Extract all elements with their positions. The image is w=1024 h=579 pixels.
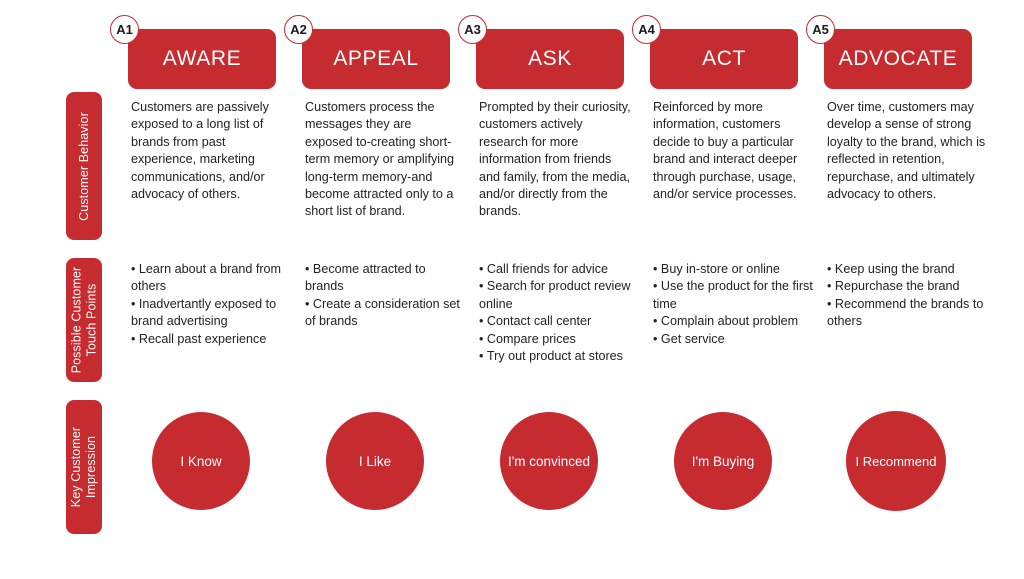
impression-circle-act[interactable]: I'm Buying [674, 412, 772, 510]
rail-label-possible-customer-touch-points: Possible Customer Touch Points [66, 258, 102, 382]
impression-circle-aware[interactable]: I Know [152, 412, 250, 510]
behavior-text-aware: Customers are passively exposed to a lon… [131, 100, 269, 202]
touchpoint-item: Inadvertantly exposed to brand advertisi… [131, 296, 289, 331]
touchpoint-item: Keep using the brand [827, 261, 987, 278]
rail-impression-line-1: Key Customer [69, 426, 83, 508]
stage-header-ask[interactable]: ASK [476, 29, 624, 89]
touchpoint-item: Search for product review online [479, 278, 637, 313]
stage-title-ask: ASK [528, 47, 572, 70]
stage-title-advocate: ADVOCATE [838, 47, 958, 70]
touchpoints-list-advocate: Keep using the brandRepurchase the brand… [827, 261, 987, 331]
touchpoints-list-appeal: Become attracted to brandsCreate a consi… [305, 261, 463, 331]
stage-badge-a2: A2 [284, 15, 313, 44]
stage-badge-a5: A5 [806, 15, 835, 44]
stage-badge-a3: A3 [458, 15, 487, 44]
touchpoints-list-act: Buy in-store or onlineUse the product fo… [653, 261, 818, 348]
behavior-text-act: Reinforced by more information, customer… [653, 100, 798, 202]
touchpoint-item: Create a consideration set of brands [305, 296, 463, 331]
stage-header-appeal[interactable]: APPEAL [302, 29, 450, 89]
touchpoint-item: Recall past experience [131, 331, 289, 348]
stage-header-act[interactable]: ACT [650, 29, 798, 89]
rail-label-key-customer-impression: Key Customer Impression [66, 400, 102, 534]
touchpoint-item: Learn about a brand from others [131, 261, 289, 296]
stage-header-advocate[interactable]: ADVOCATE [824, 29, 972, 89]
stage-title-aware: AWARE [162, 47, 242, 70]
rail-label-possible-customer-touch-points-text: Possible Customer Touch Points [69, 267, 99, 374]
stage-badge-a4: A4 [632, 15, 661, 44]
rail-label-customer-behavior: Customer Behavior [66, 92, 102, 240]
stage-title-appeal: APPEAL [333, 47, 419, 70]
behavior-text-advocate: Over time, customers may develop a sense… [827, 100, 986, 202]
impression-circle-appeal[interactable]: I Like [326, 412, 424, 510]
touchpoint-item: Contact call center [479, 313, 637, 330]
impression-circle-ask[interactable]: I'm convinced [500, 412, 598, 510]
touchpoint-item: Complain about problem [653, 313, 818, 330]
rail-touchpoints-line-2: Touch Points [84, 283, 99, 357]
rail-label-key-customer-impression-text: Key Customer Impression [69, 427, 99, 507]
rail-touchpoints-line-1: Possible Customer [69, 266, 84, 374]
touchpoint-item: Get service [653, 331, 818, 348]
touchpoint-item: Call friends for advice [479, 261, 637, 278]
behavior-text-appeal: Customers process the messages they are … [305, 100, 455, 219]
touchpoint-item: Compare prices [479, 331, 637, 348]
touchpoint-item: Recommend the brands to others [827, 296, 987, 331]
rail-impression-line-2: Impression [84, 435, 98, 499]
touchpoint-item: Try out product at stores [479, 348, 637, 365]
touchpoints-list-aware: Learn about a brand from othersInadverta… [131, 261, 289, 348]
behavior-text-ask: Prompted by their curiosity, customers a… [479, 100, 631, 219]
stage-badge-a1: A1 [110, 15, 139, 44]
touchpoint-item: Buy in-store or online [653, 261, 818, 278]
touchpoints-list-ask: Call friends for adviceSearch for produc… [479, 261, 637, 365]
stage-header-aware[interactable]: AWARE [128, 29, 276, 89]
impression-circle-advocate[interactable]: I Recommend [846, 411, 946, 511]
touchpoint-item: Become attracted to brands [305, 261, 463, 296]
touchpoint-item: Use the product for the first time [653, 278, 818, 313]
stage-title-act: ACT [702, 47, 746, 70]
touchpoint-item: Repurchase the brand [827, 278, 987, 295]
rail-label-customer-behavior-text: Customer Behavior [76, 111, 91, 221]
